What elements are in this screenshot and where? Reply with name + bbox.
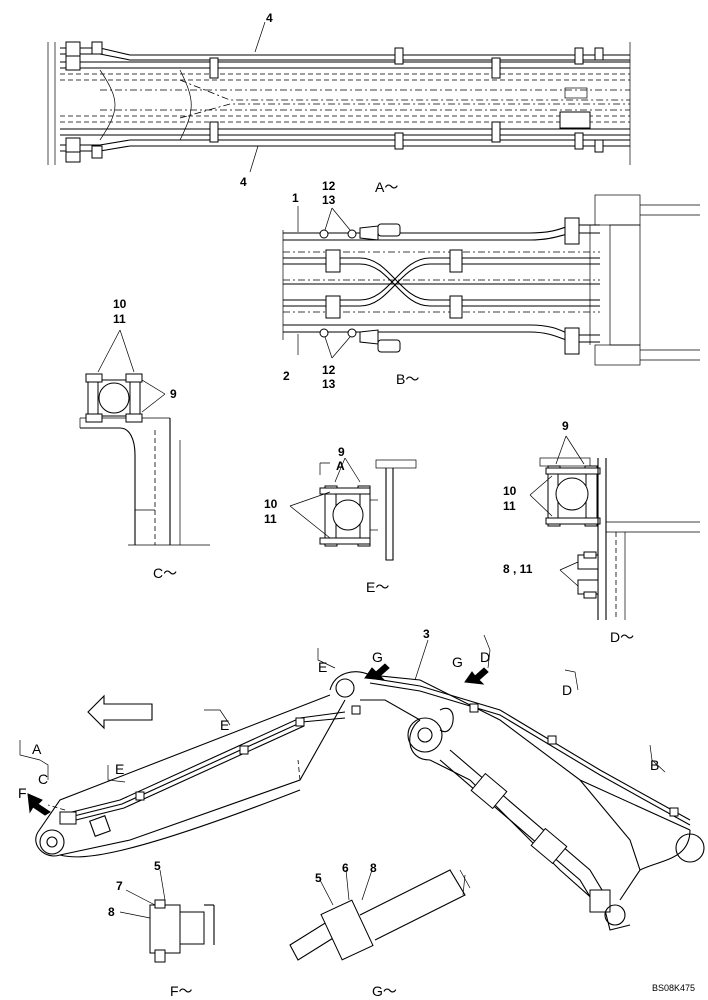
section-mark-a-view-e: A: [336, 459, 345, 473]
section-mark-b: B: [650, 757, 660, 773]
callout-10-c: 10: [113, 297, 127, 311]
callout-11-d: 11: [503, 499, 516, 513]
view-label-g: G～: [372, 983, 397, 999]
callout-1: 1: [292, 191, 299, 205]
view-label-a: A～: [375, 179, 399, 195]
callout-8-f: 8: [108, 905, 115, 919]
section-mark-g1: G: [372, 649, 383, 665]
callout-13-top: 13: [322, 193, 336, 207]
view-a-drawing: [47, 21, 631, 173]
view-label-d: D～: [610, 629, 635, 645]
section-mark-c: C: [38, 771, 49, 787]
view-label-c: C～: [153, 565, 178, 581]
callout-9-e: 9: [338, 445, 345, 459]
section-mark-f: F: [18, 785, 27, 801]
callout-5-f: 5: [154, 859, 161, 873]
callout-12-top: 12: [322, 179, 336, 193]
view-d-drawing: [529, 435, 700, 620]
callout-8-11-d: 8 , 11: [503, 562, 533, 576]
callout-10-e: 10: [264, 497, 278, 511]
callout-10-d: 10: [503, 484, 517, 498]
callout-9-d: 9: [562, 419, 569, 433]
callout-13-bottom: 13: [322, 377, 336, 391]
callout-6: 6: [342, 861, 349, 875]
callout-12-bottom: 12: [322, 363, 336, 377]
callout-11-c: 11: [113, 312, 126, 326]
section-mark-e1: E: [115, 761, 125, 777]
view-c-drawing: [79, 329, 210, 546]
callout-3: 3: [423, 627, 430, 641]
view-label-b: B～: [396, 371, 420, 387]
view-label-f: F～: [170, 983, 193, 999]
section-mark-e2: E: [220, 717, 230, 733]
drawing-code: BS08K475: [652, 983, 696, 993]
section-mark-d2: D: [562, 682, 573, 698]
callout-11-e: 11: [264, 512, 277, 526]
view-e-drawing: [289, 457, 417, 561]
main-arm-drawing: [19, 634, 705, 931]
callout-4-bottom: 4: [240, 175, 247, 189]
view-f-drawing: [119, 869, 215, 963]
callout-7: 7: [116, 879, 123, 893]
section-mark-d1: D: [480, 649, 491, 665]
callout-2: 2: [283, 369, 290, 383]
view-b-drawing: [282, 194, 700, 366]
callout-9-c: 9: [170, 387, 177, 401]
callout-4-top: 4: [266, 11, 273, 25]
section-mark-a: A: [32, 741, 42, 757]
callout-5-g: 5: [315, 871, 322, 885]
view-label-e: E～: [366, 579, 390, 595]
callout-8-g: 8: [370, 861, 377, 875]
view-g-drawing: [289, 869, 471, 961]
section-mark-e3: E: [318, 659, 328, 675]
section-mark-g2: G: [452, 654, 463, 670]
